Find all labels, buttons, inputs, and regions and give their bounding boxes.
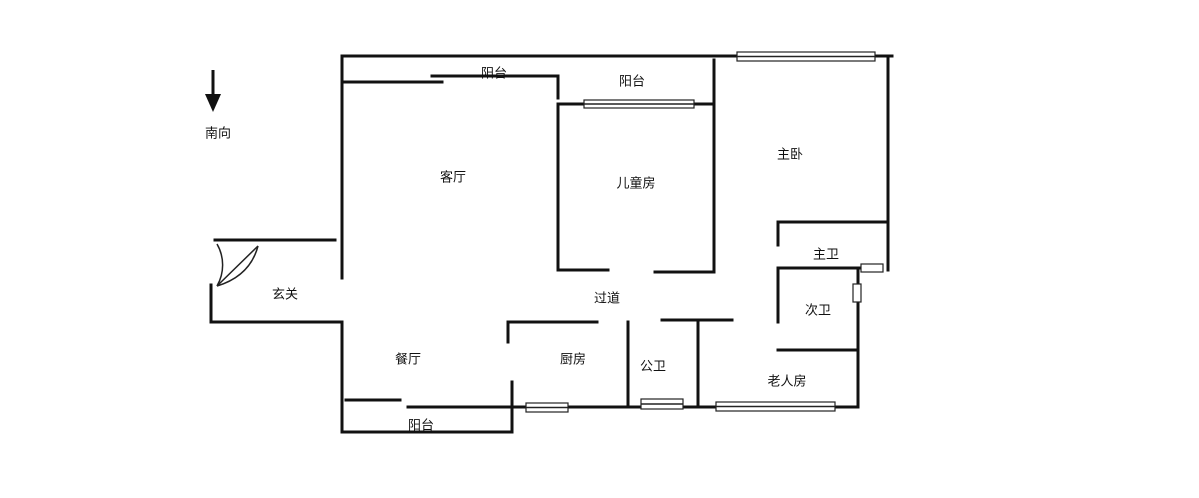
- room-label-kids-room: 儿童房: [616, 176, 656, 192]
- room-label-second-bath: 次卫: [804, 303, 832, 319]
- room-label-dining-room: 餐厅: [394, 352, 422, 368]
- room-label-living-room: 客厅: [439, 170, 467, 186]
- windows: [525, 51, 884, 413]
- room-label-balcony-top-mid: 阳台: [618, 74, 646, 90]
- south-arrow-icon: [205, 70, 221, 112]
- compass-label: 南向: [204, 126, 232, 142]
- room-label-kitchen: 厨房: [559, 352, 587, 368]
- room-label-master-bedroom: 主卧: [776, 147, 804, 163]
- room-label-balcony-bottom: 阳台: [407, 418, 435, 434]
- room-label-balcony-top-left: 阳台: [480, 66, 508, 82]
- room-label-entrance: 玄关: [271, 287, 299, 303]
- walls: [209, 54, 894, 434]
- room-label-public-bath: 公卫: [639, 359, 667, 375]
- entrance-door-icon: [216, 243, 259, 287]
- room-label-elderly-room: 老人房: [767, 374, 807, 390]
- room-label-hallway: 过道: [593, 291, 621, 307]
- room-label-master-bath: 主卫: [812, 247, 840, 263]
